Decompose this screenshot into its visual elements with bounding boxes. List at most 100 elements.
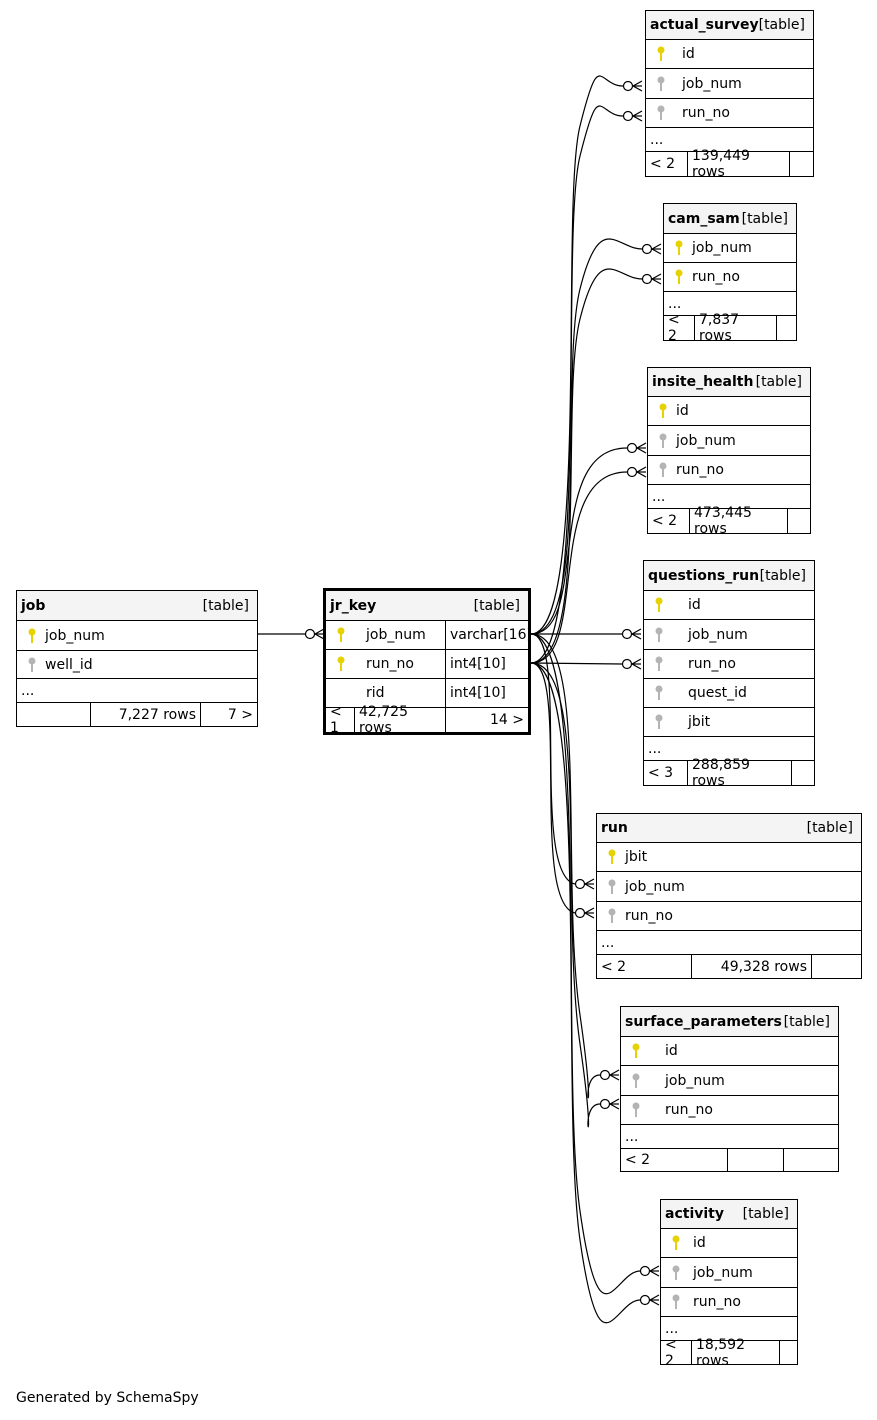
column-row[interactable]: rid int4[10] — [326, 679, 528, 708]
row-count — [727, 1149, 783, 1171]
more-columns: ... — [597, 931, 861, 955]
table-questions-run[interactable]: questions_run [table] id job_num run_no … — [643, 560, 815, 789]
parents-count[interactable]: < 2 — [650, 156, 676, 172]
actual-survey-run-no-crowfoot — [632, 110, 643, 117]
parents-count[interactable]: < 2 — [668, 312, 680, 344]
column-row[interactable]: run_no — [621, 1096, 838, 1125]
run-job-num-optional-marker — [574, 878, 586, 890]
parents-count[interactable]: < 2 — [652, 513, 678, 529]
table-name: run — [601, 820, 628, 836]
column-row[interactable]: jbit — [644, 708, 814, 737]
children-count[interactable]: 7 > — [200, 703, 257, 726]
surface-parameters-job-num-optional-marker — [599, 1069, 611, 1081]
column-row[interactable]: job_num — [644, 620, 814, 650]
column-row[interactable]: run_no — [644, 650, 814, 679]
table-activity[interactable]: activity [table] id job_num run_no ... <… — [660, 1199, 798, 1369]
row-count: 139,449 rows — [687, 148, 789, 180]
parents-count[interactable]: < 2 — [601, 958, 627, 975]
table-footer: < 2 473,445 rows — [648, 505, 810, 537]
column-row[interactable]: job_num — [597, 872, 861, 902]
foreign-key-icon — [655, 627, 663, 642]
column-row[interactable]: id — [646, 40, 813, 69]
insite-health-job-num-crowfoot — [636, 447, 647, 454]
children-count[interactable]: 14 > — [445, 708, 528, 732]
column-row[interactable]: id — [661, 1229, 797, 1258]
row-count: 42,725 rows — [354, 704, 445, 736]
surface-parameters-job-num-crowfoot — [609, 1074, 620, 1081]
primary-key-icon — [28, 628, 36, 643]
table-header: activity [table] — [661, 1200, 797, 1229]
table-name: cam_sam — [668, 210, 740, 227]
activity-run-no-crowfoot — [649, 1299, 660, 1306]
parents-count[interactable]: < 2 — [665, 1336, 677, 1369]
column-row[interactable]: run_no int4[10] — [326, 650, 528, 679]
foreign-key-icon — [608, 908, 616, 923]
column-row[interactable]: run_no — [597, 902, 861, 931]
column-row[interactable]: run_no — [646, 99, 813, 128]
table-jr-key[interactable]: jr_key [table] job_num varchar[16] run_n… — [323, 588, 532, 736]
foreign-key-icon — [672, 1265, 680, 1280]
jr-key-job-num-optional-marker — [304, 628, 316, 640]
relation-actual-survey-job-num — [530, 75, 624, 635]
relation-cam-sam-run-no — [530, 268, 643, 664]
cam-sam-run-no-crowfoot — [651, 278, 662, 285]
column-row[interactable]: job_num — [664, 234, 796, 263]
primary-key-icon — [337, 656, 345, 671]
column-row[interactable]: run_no — [661, 1288, 797, 1317]
table-job[interactable]: job [table] job_num well_id ... 7,227 ro… — [16, 590, 258, 727]
column-row[interactable]: job_num — [621, 1066, 838, 1096]
column-name: id — [693, 1235, 706, 1251]
table-header: jr_key [table] — [326, 591, 528, 621]
parents-count[interactable]: < 1 — [330, 704, 342, 736]
column-row[interactable]: job_num — [17, 621, 257, 651]
column-name: well_id — [45, 656, 93, 673]
more-columns: ... — [648, 485, 810, 509]
row-count: 18,592 rows — [691, 1337, 779, 1369]
column-row[interactable]: run_no — [664, 263, 796, 292]
table-header: insite_health [table] — [648, 368, 810, 397]
table-actual-survey[interactable]: actual_survey [table] id job_num run_no … — [645, 10, 814, 180]
column-row[interactable]: jbit — [597, 843, 861, 872]
more-columns: ... — [17, 679, 257, 703]
column-name: job_num — [682, 75, 742, 92]
table-header: questions_run [table] — [644, 561, 814, 591]
table-insite-health[interactable]: insite_health [table] id job_num run_no … — [647, 367, 811, 537]
column-row[interactable]: well_id — [17, 651, 257, 679]
table-footer: < 2 7,837 rows — [664, 312, 796, 344]
column-name: id — [676, 403, 689, 419]
column-row[interactable]: job_num varchar[16] — [326, 621, 532, 650]
foreign-key-icon — [608, 879, 616, 894]
column-name: job_num — [366, 627, 426, 643]
parents-count[interactable]: < 2 — [625, 1152, 651, 1168]
actual-survey-run-no-optional-marker — [622, 110, 634, 122]
column-row[interactable]: id — [648, 397, 810, 426]
parents-count[interactable]: < 3 — [648, 765, 674, 781]
table-tag: [table] — [759, 567, 806, 584]
table-run[interactable]: run [table] jbit job_num run_no ... < 2 … — [596, 813, 862, 979]
jr-key-job-num-crowfoot — [314, 628, 325, 635]
column-name: id — [665, 1043, 678, 1059]
column-row[interactable]: id — [621, 1037, 838, 1066]
questions-run-job-num-optional-marker — [621, 628, 633, 640]
children-count — [811, 955, 861, 978]
children-count — [779, 1341, 797, 1364]
primary-key-icon — [655, 597, 663, 612]
table-cam-sam[interactable]: cam_sam [table] job_num run_no ... < 2 7… — [663, 203, 797, 344]
foreign-key-icon — [655, 714, 663, 729]
column-row[interactable]: id — [644, 591, 814, 620]
questions-run-run-no-crowfoot — [631, 658, 642, 665]
foreign-key-icon — [659, 433, 667, 448]
activity-job-num-optional-marker — [639, 1265, 651, 1277]
column-row[interactable]: quest_id — [644, 679, 814, 708]
column-row[interactable]: job_num — [661, 1258, 797, 1288]
table-surface-parameters[interactable]: surface_parameters [table] id job_num ru… — [620, 1006, 839, 1172]
column-row[interactable]: run_no — [648, 456, 810, 485]
column-name: run_no — [692, 269, 740, 285]
column-name: id — [688, 597, 701, 613]
column-row[interactable]: job_num — [648, 426, 810, 456]
column-row[interactable]: job_num — [646, 69, 813, 99]
foreign-key-icon — [632, 1073, 640, 1088]
table-name: questions_run — [648, 567, 760, 584]
more-columns: ... — [644, 737, 814, 761]
table-footer: < 2 139,449 rows — [646, 148, 813, 180]
